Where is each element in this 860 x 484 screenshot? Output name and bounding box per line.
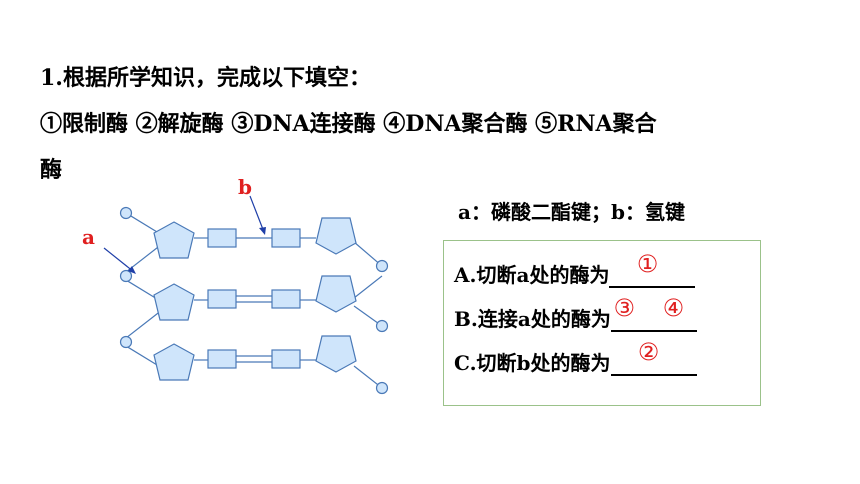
deoxyribose-pentagon [153,221,195,259]
phosphate-circle [119,206,133,220]
blank-b: ③ ④ [610,294,697,332]
base-rect [207,289,237,309]
deoxyribose-pentagon [315,275,357,313]
label-b: b [238,175,252,199]
base-rect [207,349,237,369]
phosphate-circle [375,319,389,333]
deoxyribose-pentagon [153,283,195,321]
answer-a: ① [636,250,669,278]
answer-row-c: C.切断b处的酶为 ② [454,338,697,376]
phosphate-circle [119,335,133,349]
base-rect [271,289,301,309]
prompt-c: C.切断b处的酶为 [454,351,611,375]
answer-c: ② [637,338,670,366]
bond-legend: a：磷酸二酯键；b：氢键 [458,200,685,224]
phosphate-circle [375,259,389,273]
answer-row-a: A.切断a处的酶为 ① [454,250,696,288]
deoxyribose-pentagon [315,217,357,255]
deoxyribose-pentagon [315,335,357,373]
answer-row-b: B.连接a处的酶为 ③ ④ [454,294,697,332]
question-options: ①限制酶 ②解旋酶 ③DNA连接酶 ④DNA聚合酶 ⑤RNA聚合 [40,111,657,137]
question-title: 1.根据所学知识，完成以下填空： [40,65,371,91]
deoxyribose-pentagon [153,343,195,381]
base-rect [271,349,301,369]
base-rect [271,228,301,248]
dna-structure-diagram: a b [82,175,389,395]
prompt-a: A.切断a处的酶为 [454,263,610,287]
blank-c: ② [610,338,697,376]
blank-a: ① [609,250,696,288]
answer-box: A.切断a处的酶为 ① B.连接a处的酶为 ③ ④ C.切断b处的酶为 ② [443,240,761,406]
label-a: a [82,225,95,249]
prompt-b: B.连接a处的酶为 [454,307,611,331]
base-rect [207,228,237,248]
answer-b: ③ ④ [613,294,695,322]
phosphate-circle [119,269,133,283]
phosphate-circle [375,381,389,395]
question-options-continued: 酶 [40,157,63,183]
